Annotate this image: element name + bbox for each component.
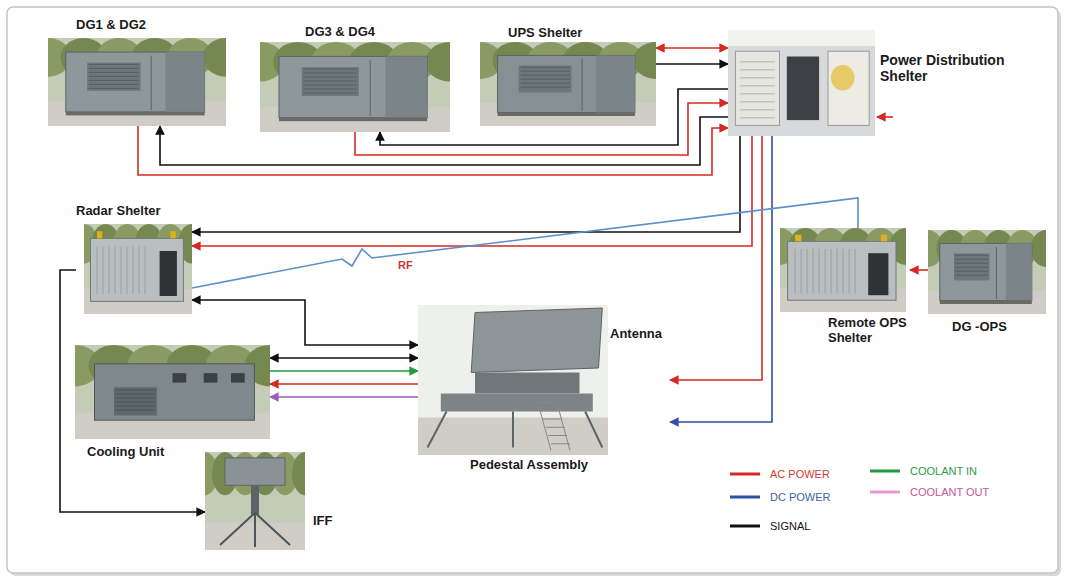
connector-line	[270, 383, 418, 385]
equipment-photo	[205, 452, 305, 550]
equipment-node: DG1 & DG2	[48, 16, 226, 126]
equipment-node: DG -OPS	[928, 230, 1046, 340]
equipment-photo	[418, 305, 608, 455]
connector-line	[270, 370, 418, 372]
connector-line	[192, 198, 858, 288]
connector-line	[910, 269, 928, 271]
equipment-photo	[260, 42, 450, 132]
equipment-label: UPS Shelter	[508, 26, 582, 41]
legend-text: COOLANT OUT	[910, 486, 989, 498]
legend-text: AC POWER	[770, 468, 830, 480]
connector-line	[670, 136, 762, 380]
legend-line-sample	[730, 473, 760, 476]
equipment-photo	[728, 30, 875, 136]
equipment-label: Antenna	[610, 327, 662, 342]
equipment-label: Power Distribution Shelter	[880, 52, 1040, 84]
equipment-photo	[48, 38, 226, 126]
equipment-label: Remote OPS Shelter	[828, 316, 908, 346]
connector-line	[656, 63, 728, 65]
connector-line	[138, 126, 728, 175]
legend-line-sample	[730, 525, 760, 528]
legend-text: DC POWER	[770, 491, 831, 503]
equipment-node: Remote OPS Shelter	[780, 228, 910, 352]
connector-line	[670, 136, 772, 422]
connector-line	[192, 300, 418, 345]
equipment-node: Radar Shelter	[76, 204, 192, 314]
equipment-label: DG1 & DG2	[76, 18, 146, 33]
equipment-node: Power Distribution Shelter	[728, 30, 1048, 136]
equipment-label: DG3 & DG4	[305, 25, 375, 40]
equipment-photo	[75, 345, 270, 439]
connector-line	[656, 47, 728, 49]
legend-line-sample	[870, 470, 900, 473]
equipment-node: IFF	[205, 452, 345, 552]
equipment-photo	[480, 42, 656, 126]
equipment-photo	[928, 230, 1046, 314]
connector-line	[270, 396, 418, 398]
equipment-label: DG -OPS	[952, 320, 1007, 335]
legend-text: COOLANT IN	[910, 465, 977, 477]
equipment-node: UPS Shelter	[480, 26, 656, 126]
equipment-label: Cooling Unit	[87, 445, 164, 460]
external-power-feed	[877, 116, 893, 118]
equipment-photo	[84, 224, 192, 314]
equipment-node: AntennaPedestal Assembly	[418, 305, 670, 477]
connector-line	[192, 136, 740, 232]
equipment-label: Pedestal Assembly	[470, 458, 588, 473]
connector-line	[192, 136, 752, 246]
equipment-node: Cooling Unit	[75, 345, 270, 467]
legend-line-sample	[870, 491, 900, 494]
equipment-node: DG3 & DG4	[260, 24, 450, 132]
connector-line	[270, 357, 418, 359]
equipment-label: Radar Shelter	[76, 204, 161, 219]
frame-border	[7, 7, 1058, 573]
legend-text: SIGNAL	[770, 520, 810, 532]
edge-label: RF	[396, 259, 415, 271]
legend-line-sample	[730, 496, 760, 499]
equipment-photo	[780, 228, 906, 312]
equipment-label: IFF	[313, 514, 333, 529]
